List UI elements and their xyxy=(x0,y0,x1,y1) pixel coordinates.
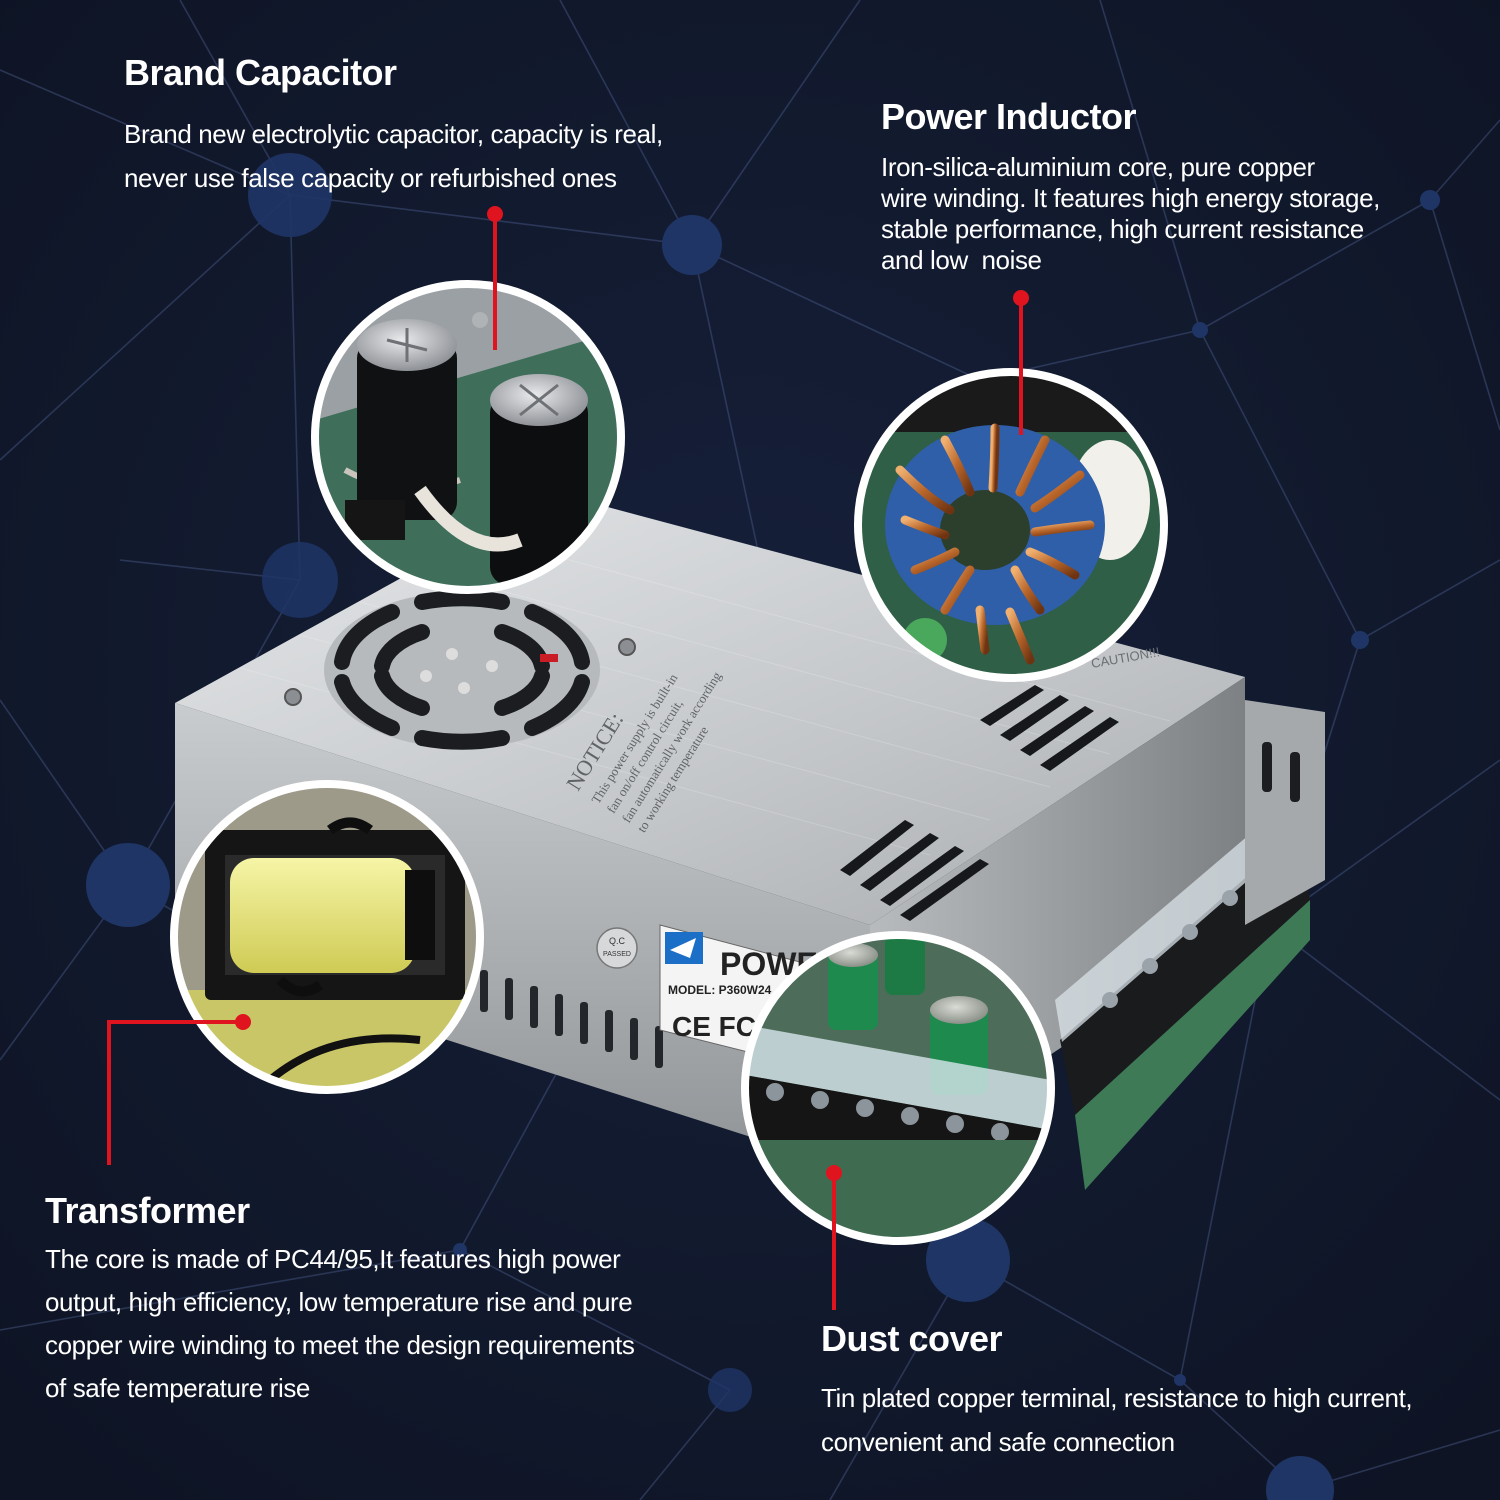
toroid-core xyxy=(885,425,1105,625)
model-text: MODEL: P360W24 xyxy=(668,983,772,997)
callout-dots xyxy=(235,206,1029,1181)
description-line: Tin plated copper terminal, resistance t… xyxy=(821,1383,1413,1413)
description-line: copper wire winding to meet the design r… xyxy=(45,1330,635,1360)
callout-title: Brand Capacitor xyxy=(124,52,397,93)
qc-sticker: Q.C PASSED xyxy=(596,927,638,969)
capacitor-zoom-circle xyxy=(311,280,625,594)
callout-description: Brand new electrolytic capacitor, capaci… xyxy=(124,112,764,200)
transformer-core xyxy=(205,817,465,1000)
transformer-leader-dot xyxy=(235,1014,251,1030)
description-line: Iron-silica-aluminium core, pure copper xyxy=(881,152,1315,182)
description-line: never use false capacity or refurbished … xyxy=(124,163,617,193)
dust-cover-zoom-circle xyxy=(741,931,1055,1245)
terminal-block xyxy=(1055,700,1325,1190)
callout-title: Power Inductor xyxy=(881,96,1137,137)
description-line: of safe temperature rise xyxy=(45,1373,310,1403)
callout-leaders xyxy=(107,214,1023,1310)
description-line: and low noise xyxy=(881,245,1042,275)
cooling-fan xyxy=(324,590,600,750)
capacitor-left xyxy=(357,319,457,520)
description-line: convenient and safe connection xyxy=(821,1427,1175,1457)
callout-description: The core is made of PC44/95,It features … xyxy=(45,1238,765,1410)
description-line: Brand new electrolytic capacitor, capaci… xyxy=(124,119,663,149)
capacitor-leader-dot xyxy=(487,206,503,222)
callout-description: Iron-silica-aluminium core, pure copper … xyxy=(881,152,1481,276)
copper-winding xyxy=(895,423,1095,665)
callout-title: Dust cover xyxy=(821,1318,1003,1359)
description-line: wire winding. It features high energy st… xyxy=(881,183,1380,213)
callout-description: Tin plated copper terminal, resistance t… xyxy=(821,1376,1491,1464)
transformer-zoom-circle xyxy=(170,780,484,1094)
inductor-leader-dot xyxy=(1013,290,1029,306)
case-screws xyxy=(284,638,636,706)
qc-label: Q.C xyxy=(609,936,626,946)
dust-cover-leader-dot xyxy=(826,1165,842,1181)
certification-marks: CE FC xyxy=(672,1011,756,1042)
callout-brand-capacitor: Brand Capacitor Brand new electrolytic c… xyxy=(124,52,764,200)
top-vent-slots xyxy=(840,685,1119,921)
inductor-zoom-circle xyxy=(854,368,1168,682)
green-capacitors xyxy=(828,935,988,1095)
callout-transformer: Transformer The core is made of PC44/95,… xyxy=(45,1190,765,1410)
description-line: output, high efficiency, low temperature… xyxy=(45,1287,633,1317)
callout-title: Transformer xyxy=(45,1190,250,1231)
description-line: The core is made of PC44/95,It features … xyxy=(45,1244,621,1274)
qc-label: PASSED xyxy=(603,951,631,958)
description-line: stable performance, high current resista… xyxy=(881,214,1364,244)
transformer-leader-line xyxy=(107,1020,243,1165)
callout-dust-cover: Dust cover Tin plated copper terminal, r… xyxy=(821,1318,1491,1464)
callout-power-inductor: Power Inductor Iron-silica-aluminium cor… xyxy=(881,96,1481,276)
